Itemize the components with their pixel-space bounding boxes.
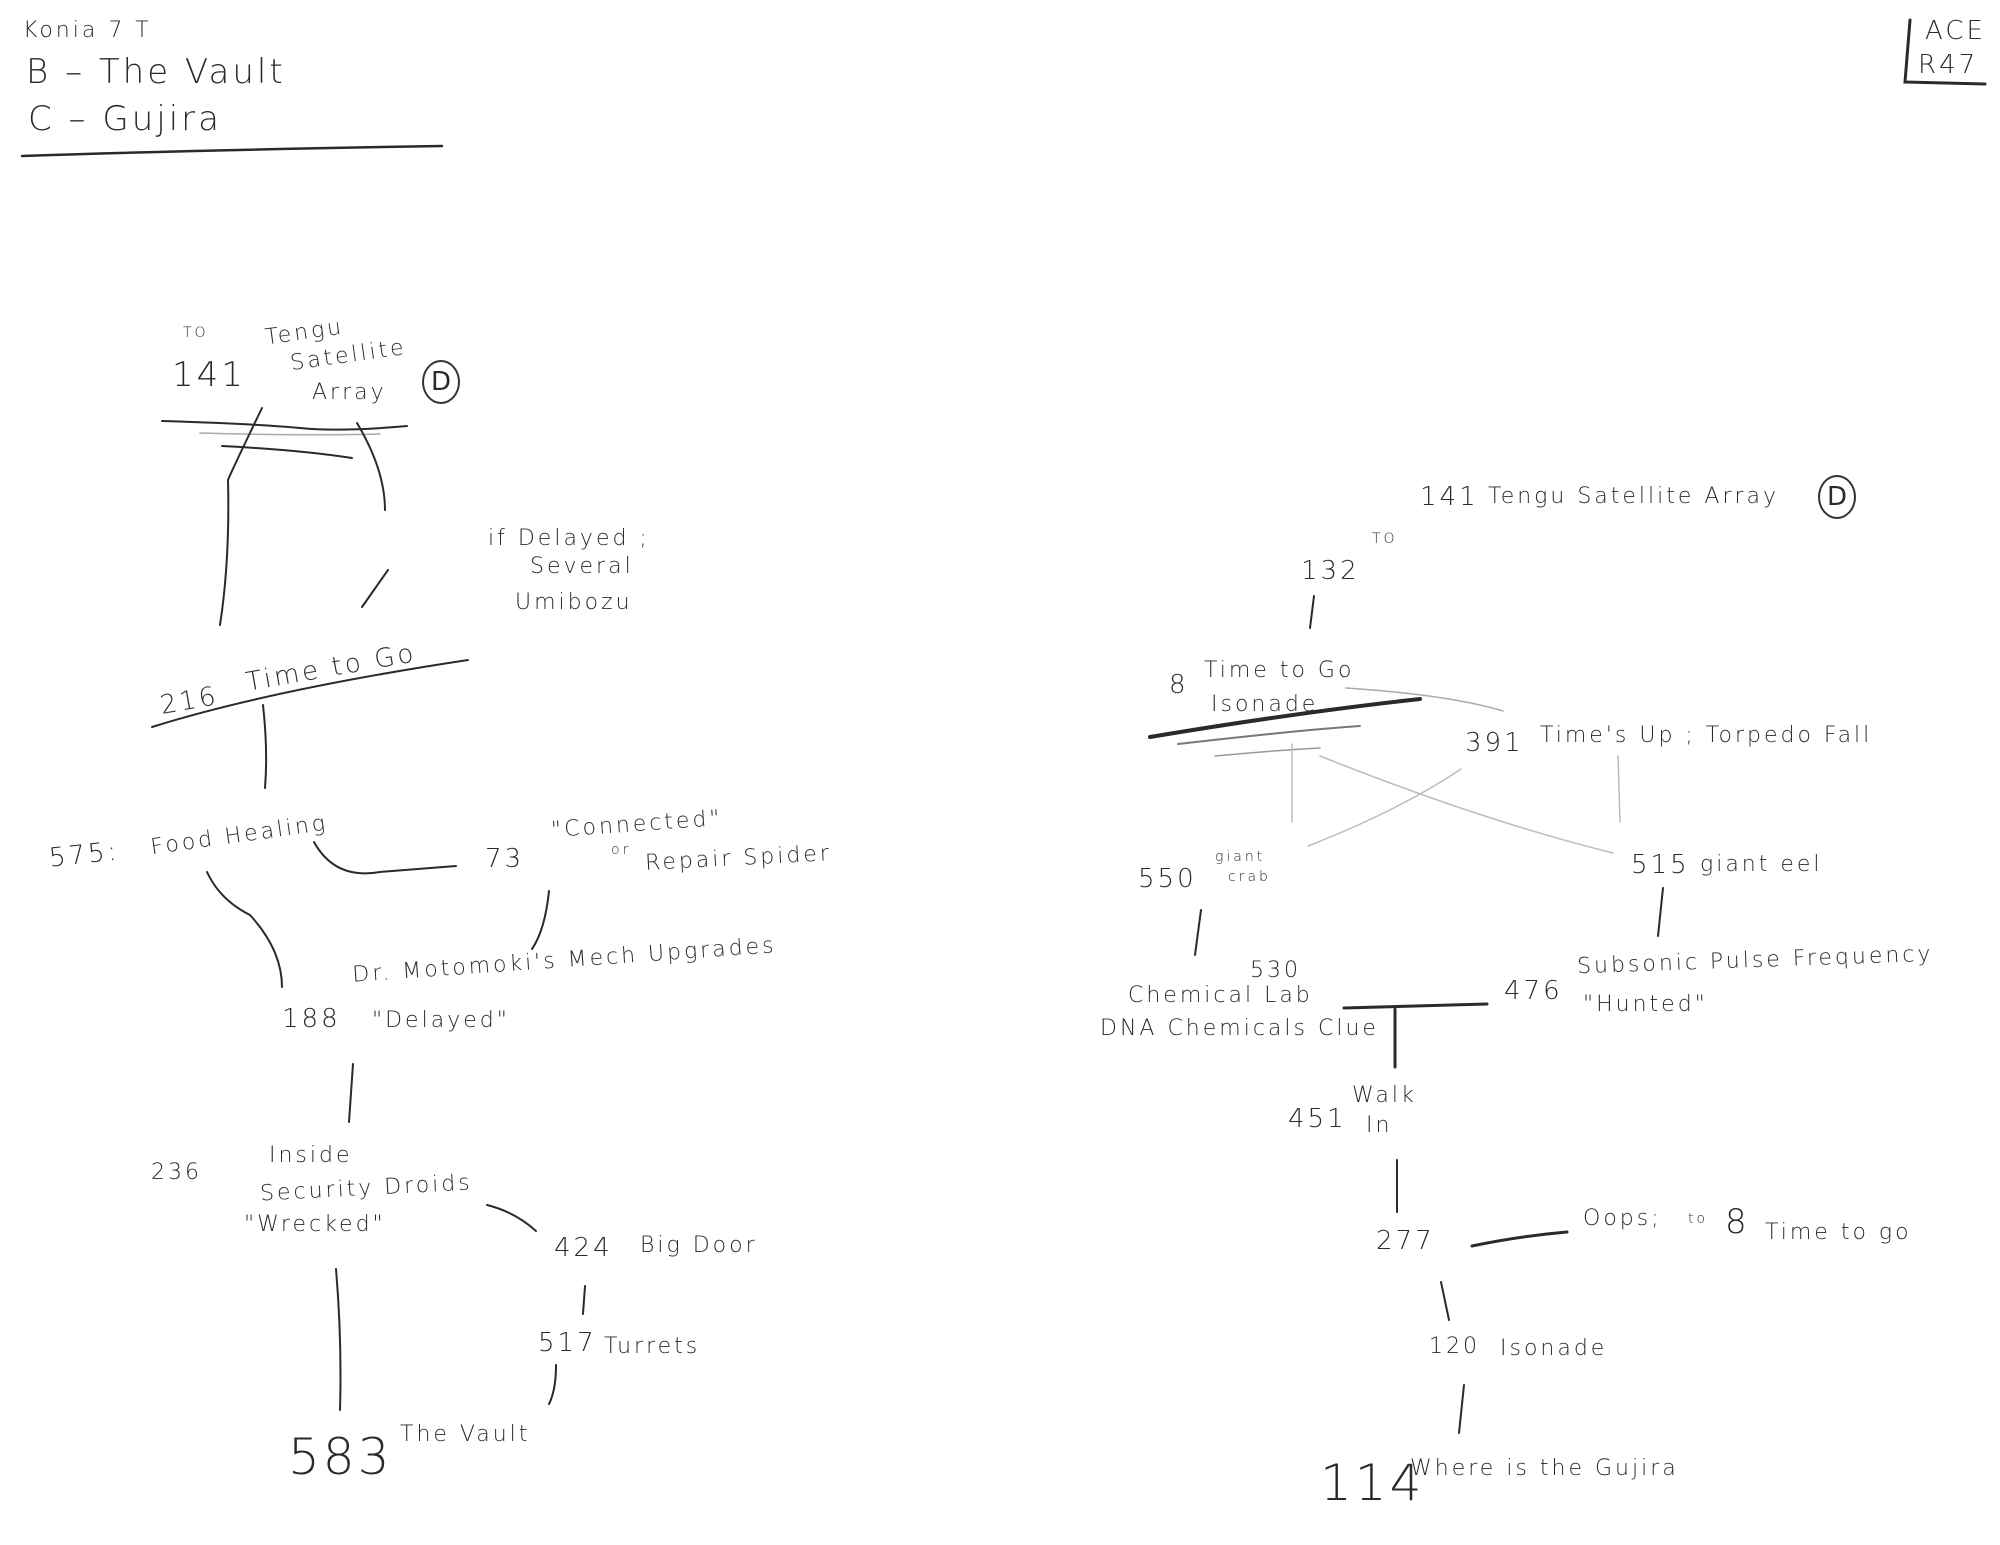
connector [356,422,386,511]
node-8-number: 8 [1169,670,1189,700]
node-120-number: 120 [1429,1334,1480,1359]
node-550-line-2: crab [1228,869,1271,885]
connector [486,1204,537,1232]
node-517-title: Turrets [604,1334,701,1359]
node-8-sub: Isonade [1211,692,1319,717]
node-424-number: 424 [554,1233,613,1263]
node-114-title: Where is the Gujira [1410,1456,1679,1481]
connector [335,1268,342,1411]
underline-8 [1148,697,1422,739]
node-141-title-3: Array [312,380,387,405]
connector [219,407,263,626]
connector [206,871,283,988]
node-141-number: 141 [172,355,246,395]
node-141-prefix: TO [183,325,209,341]
connector [262,704,268,789]
node-583-title: The Vault [400,1422,531,1447]
difficulty-badge: D [422,360,460,404]
connector [361,569,389,608]
node-515-number: 515 [1631,850,1690,880]
node-575-number: 575: [47,836,121,874]
connector [582,1285,586,1315]
legend-line-3: C – Gujira [28,99,222,139]
connector [1458,1384,1465,1434]
node-424-title: Big Door [640,1233,758,1258]
connector [1470,1230,1569,1248]
divider-line [221,445,353,459]
node-476-number: 476 [1504,976,1563,1006]
node-188-number: 188 [282,1004,341,1034]
difficulty-badge: D [1818,475,1856,519]
connector [1194,909,1202,956]
connector [348,1063,354,1123]
note-delayed-1: if Delayed ; [488,526,650,551]
node-236-note: "Wrecked" [244,1212,386,1237]
node-277-number: 277 [1376,1226,1435,1256]
faint-connector [1617,755,1621,823]
underline-8-faint [1214,747,1321,757]
note-delayed-3: Umibozu [515,590,633,615]
node-277-to: to [1688,1211,1709,1227]
connector [313,841,457,875]
faint-connector [1307,768,1462,847]
node-8-title: Time to Go [1204,658,1355,683]
connector [1309,595,1315,629]
node-236-number: 236 [151,1160,202,1185]
underline-8-faint [1177,725,1361,745]
node-132-number: 132 [1301,556,1360,586]
node-236-line-1: Inside [269,1143,353,1168]
underline-216 [151,659,469,728]
node-277-target-title: Time to go [1765,1220,1912,1245]
node-530-number: 530 [1250,958,1301,983]
node-73-note-2: or [611,842,632,858]
legend-line-2: B – The Vault [26,52,286,92]
node-451-line-2: In [1366,1113,1393,1138]
legend-underline [20,144,444,158]
node-188-note: "Delayed" [372,1008,510,1033]
note-delayed-2: Several [530,554,634,579]
connector [1657,887,1664,937]
t-junction [1342,1002,1489,1069]
faint-connector [1319,755,1614,854]
node-530-line-1: Chemical Lab [1128,983,1313,1008]
node-550-number: 550 [1138,864,1197,894]
connector [1440,1281,1450,1321]
node-391-number: 391 [1465,728,1524,758]
faint-connector [1345,687,1504,712]
node-550-line-1: giant [1215,849,1266,865]
corner-box-bracket [1903,18,1987,86]
node-530-line-2: DNA Chemicals Clue [1100,1016,1379,1041]
node-277-target-number: 8 [1725,1202,1750,1242]
right-node-141-title: Tengu Satellite Array [1488,484,1780,509]
node-515-title: giant eel [1700,852,1823,877]
divider-line-faint [199,432,381,436]
right-start-prefix: TO [1372,531,1398,547]
node-114-number: 114 [1320,1454,1425,1512]
node-583-number: 583 [288,1428,393,1486]
node-120-title: Isonade [1500,1336,1608,1361]
divider-line [161,420,408,431]
node-277-note: Oops; [1583,1206,1662,1231]
node-73-number: 73 [485,844,525,874]
node-517-number: 517 [538,1328,597,1358]
node-451-line-1: Walk [1352,1083,1417,1108]
legend-line-1: Konia 7 T [23,18,152,43]
connector [548,1364,557,1405]
node-391-title: Time's Up ; Torpedo Fall [1540,723,1873,748]
corner-box-line-1: ACE [1925,16,1986,46]
connector [531,890,550,950]
node-451-number: 451 [1288,1104,1347,1134]
corner-box-line-2: R47 [1918,50,1979,80]
node-476-note: "Hunted" [1583,992,1708,1017]
right-node-141-number: 141 [1420,482,1479,512]
